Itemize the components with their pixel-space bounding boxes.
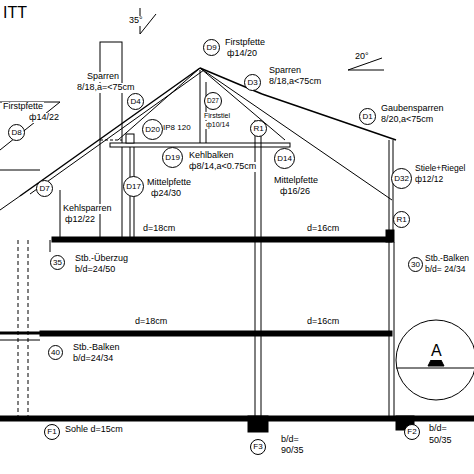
callout-number: D7 bbox=[39, 185, 49, 193]
part-label: d=16cm bbox=[306, 317, 340, 327]
callout-circle: D1 bbox=[359, 108, 376, 125]
part-label: b/d= bbox=[428, 424, 448, 434]
part-label: b/d= 24/34 bbox=[424, 265, 466, 274]
part-label: ф12/12 bbox=[414, 175, 444, 184]
part-label: Sparren bbox=[86, 72, 120, 82]
part-label: Firstpfette bbox=[224, 38, 266, 48]
part-label: ф14/20 bbox=[226, 49, 258, 59]
part-label: b/d=24/50 bbox=[74, 265, 116, 275]
callout-circle: D19 bbox=[162, 147, 183, 168]
part-label: 50/35 bbox=[428, 436, 453, 446]
callout-circle: 30 bbox=[408, 257, 423, 272]
part-label: ф8/14,a<0.75cm bbox=[188, 162, 257, 172]
part-label: ф12/22 bbox=[64, 215, 96, 225]
callout-circle: D4 bbox=[127, 93, 144, 110]
callout-circle: D9 bbox=[203, 39, 220, 56]
callout-number: R1 bbox=[396, 216, 406, 224]
part-label: Firststiel bbox=[203, 112, 231, 120]
part-label: 8/18,a=<75cm bbox=[76, 83, 136, 93]
part-label: ф14/22 bbox=[28, 113, 60, 123]
part-label: Mittelpfette bbox=[273, 176, 319, 186]
part-label: ITT bbox=[2, 4, 28, 22]
part-label: 90/35 bbox=[280, 446, 305, 456]
callout-number: D4 bbox=[130, 98, 140, 106]
part-label: Stiele+Riegel bbox=[414, 164, 466, 173]
callout-circle: D32 bbox=[391, 168, 412, 189]
part-label: Sparren bbox=[268, 66, 302, 76]
part-label: 8/18,a<75cm bbox=[268, 77, 322, 87]
part-label: 20° bbox=[354, 52, 370, 62]
callout-circle: D27 bbox=[204, 92, 222, 110]
part-label: Stb.-Balken bbox=[72, 343, 121, 353]
part-label: ф24/30 bbox=[150, 189, 182, 199]
callout-number: F2 bbox=[407, 428, 416, 436]
part-label: A bbox=[430, 342, 443, 360]
part-label: Kehlsparren bbox=[62, 204, 113, 214]
callout-circle: R1 bbox=[250, 120, 267, 137]
callout-number: D9 bbox=[206, 44, 216, 52]
callout-circle: F2 bbox=[404, 424, 420, 440]
callout-circle: D17 bbox=[123, 176, 144, 197]
callout-number: 30 bbox=[411, 261, 420, 269]
callout-number: D27 bbox=[207, 98, 219, 105]
callout-number: 40 bbox=[51, 349, 60, 357]
callout-number: D20 bbox=[145, 126, 160, 134]
callout-number: F3 bbox=[253, 443, 262, 451]
part-label: ф16/26 bbox=[279, 187, 311, 197]
part-label: Sohle d=15cm bbox=[64, 425, 124, 435]
part-label: IP8 120 bbox=[162, 124, 192, 133]
callout-number: D1 bbox=[362, 113, 372, 121]
part-label: 8/20,a<75cm bbox=[380, 115, 434, 125]
part-label: Firstpfette bbox=[2, 102, 44, 112]
callout-circle: D14 bbox=[274, 148, 295, 169]
callout-circle: D3 bbox=[244, 74, 261, 91]
callout-number: D17 bbox=[126, 183, 141, 191]
part-label: Kehlbalken bbox=[188, 151, 235, 161]
callout-circle: D8 bbox=[8, 124, 25, 141]
part-label: Gaubensparren bbox=[380, 104, 445, 114]
part-label: b/d= bbox=[280, 435, 300, 445]
part-label: 35° bbox=[128, 16, 144, 26]
part-label: b/d=24/34 bbox=[72, 354, 114, 364]
part-label: d=18cm bbox=[142, 224, 176, 234]
callout-circle: 40 bbox=[48, 345, 63, 360]
callout-number: D32 bbox=[394, 175, 409, 183]
callout-circle: 35 bbox=[50, 255, 65, 270]
callout-number: D19 bbox=[165, 154, 180, 162]
part-label: Mittelpfette bbox=[146, 178, 192, 188]
callout-circle: F3 bbox=[250, 439, 266, 455]
callout-number: F1 bbox=[47, 428, 56, 436]
callout-number: R1 bbox=[253, 125, 263, 133]
callout-number: D8 bbox=[11, 129, 21, 137]
callout-number: D14 bbox=[277, 155, 292, 163]
part-label: d=16cm bbox=[306, 224, 340, 234]
callout-circle: F1 bbox=[44, 424, 60, 440]
part-label: ф10/14 bbox=[205, 121, 230, 129]
callout-number: D3 bbox=[247, 79, 257, 87]
part-label: d=18cm bbox=[134, 317, 168, 327]
callout-circle: D20 bbox=[142, 119, 163, 140]
callout-number: 35 bbox=[53, 259, 62, 267]
callout-circle: D7 bbox=[36, 180, 53, 197]
callout-circle: R1 bbox=[393, 211, 410, 228]
part-label: Stb.-Überzug bbox=[74, 254, 129, 264]
part-label: Stb.-Balken bbox=[424, 254, 470, 263]
